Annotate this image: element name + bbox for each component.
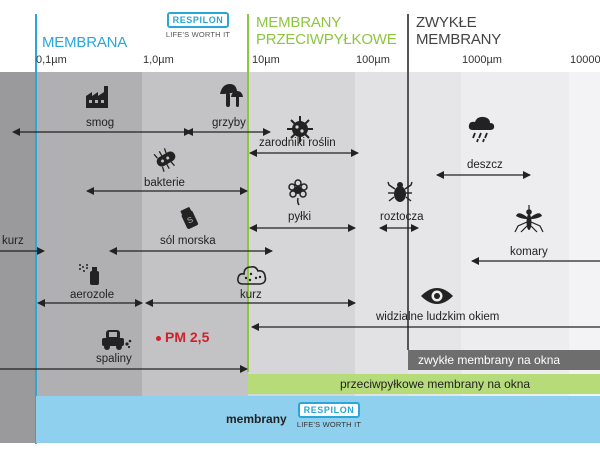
bar-zwykle-okna: zwykłe membrany na okna bbox=[408, 350, 600, 370]
tick-100um: 100µm bbox=[356, 54, 390, 66]
membrana-divider bbox=[35, 14, 37, 444]
respilon-logo-tagline: LIFE'S WORTH IT bbox=[165, 30, 231, 39]
label-komary: komary bbox=[510, 246, 548, 258]
label-kurz: kurz bbox=[240, 289, 262, 301]
mosquito-icon bbox=[514, 205, 544, 233]
label-kurz-left: kurz bbox=[2, 235, 24, 247]
header-przeciwpylkowe-line2: PRZECIWPYŁKOWE bbox=[256, 31, 397, 48]
tick-1000um: 1000µm bbox=[462, 54, 502, 66]
respilon-logo-bottom-brand: RESPILON bbox=[297, 402, 361, 418]
dust-cloud-icon bbox=[237, 266, 267, 285]
przeciwpylkowe-divider bbox=[247, 14, 249, 372]
eye-icon bbox=[421, 288, 453, 304]
bar-zwykle-okna-label: zwykłe membrany na okna bbox=[418, 353, 561, 367]
tick-10000: 10000 bbox=[570, 54, 600, 66]
label-bakterie: bakterie bbox=[144, 177, 185, 189]
header-zwykle-line1: ZWYKŁE bbox=[416, 14, 477, 31]
salt-shaker-icon: S bbox=[180, 207, 199, 229]
label-zarodniki: zarodniki roślin bbox=[259, 137, 336, 149]
spray-icon bbox=[79, 264, 99, 285]
respilon-logo-brand: RESPILON bbox=[166, 12, 230, 28]
respilon-logo-bottom: RESPILON LIFE'S WORTH IT bbox=[294, 400, 364, 429]
label-deszcz: deszcz bbox=[467, 159, 503, 171]
respilon-logo-bottom-tagline: LIFE'S WORTH IT bbox=[296, 420, 362, 429]
pm25-bullet bbox=[156, 336, 161, 341]
header-zwykle-line2: MEMBRANY bbox=[416, 31, 502, 48]
rain-cloud-icon bbox=[468, 116, 495, 143]
label-pm25: PM 2,5 bbox=[165, 329, 210, 345]
mite-icon bbox=[387, 181, 413, 202]
zwykle-divider bbox=[407, 14, 409, 350]
bacteria-icon bbox=[153, 148, 176, 172]
car-exhaust-icon bbox=[102, 330, 132, 350]
label-aerozole: aerozole bbox=[70, 289, 115, 301]
bar-membrany: membrany RESPILON LIFE'S WORTH IT bbox=[36, 396, 600, 443]
tick-10um: 10µm bbox=[252, 54, 280, 66]
bar-przeciwpylkowe-okna: przeciwpyłkowe membrany na okna bbox=[248, 374, 600, 394]
label-roztocza: roztocza bbox=[380, 211, 424, 223]
label-spaliny: spaliny bbox=[96, 353, 132, 365]
bar-przeciwpylkowe-okna-label: przeciwpyłkowe membrany na okna bbox=[340, 377, 531, 391]
factory-icon bbox=[86, 86, 108, 108]
header-przeciwpylkowe-line1: MEMBRANY bbox=[256, 14, 342, 31]
virus-spore-icon bbox=[287, 116, 313, 142]
pollen-flower-icon bbox=[288, 179, 308, 206]
svg-text:S: S bbox=[186, 215, 195, 225]
tick-1-0um: 1,0µm bbox=[143, 54, 174, 66]
label-pylki: pyłki bbox=[288, 211, 312, 223]
respilon-logo-top: RESPILON LIFE'S WORTH IT bbox=[163, 10, 233, 39]
label-sol-morska: sól morska bbox=[160, 235, 216, 247]
label-smog: smog bbox=[86, 117, 115, 129]
header-membrana: MEMBRANA bbox=[42, 34, 128, 51]
bar-membrany-label: membrany bbox=[226, 412, 287, 426]
tick-0-1um: 0,1µm bbox=[36, 54, 67, 66]
label-widzialne: widzialne ludzkim okiem bbox=[376, 311, 500, 323]
mushroom-icon bbox=[220, 84, 243, 107]
label-grzyby: grzyby bbox=[212, 117, 246, 129]
